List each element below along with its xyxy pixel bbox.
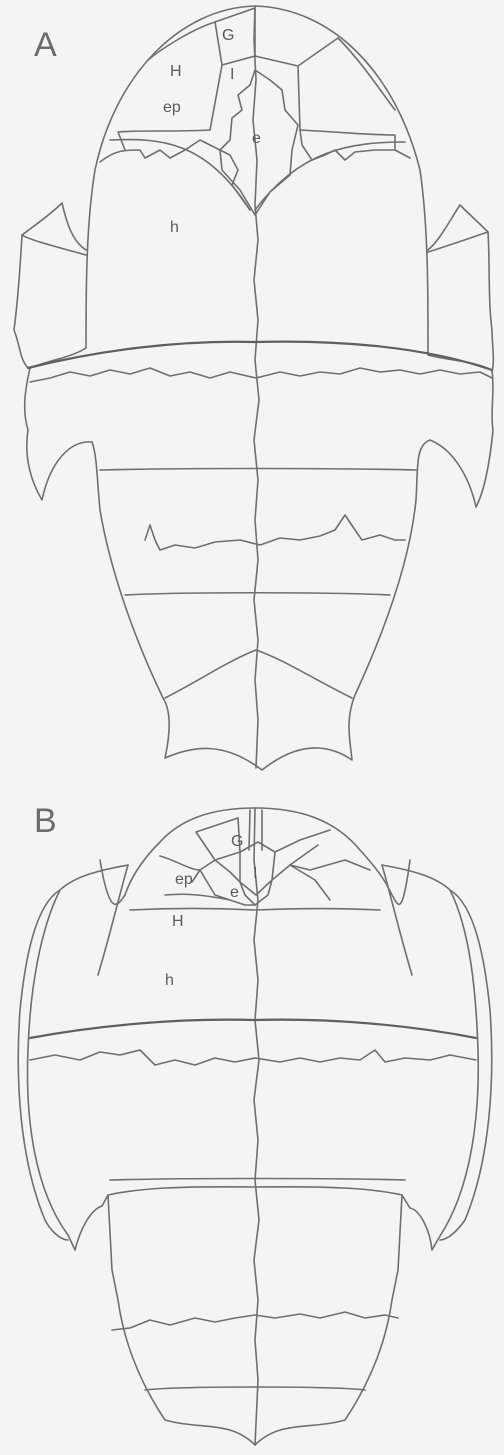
panel-b-label-I: I xyxy=(253,865,257,882)
panel-a-humeral-seam xyxy=(110,140,405,210)
panel-a-label-H: H xyxy=(170,63,182,80)
panel-b-hyo-hypo-suture xyxy=(30,1050,476,1065)
panel-a-right-bridge-inner xyxy=(428,232,488,252)
panel-b-anterior-lobe xyxy=(255,808,410,904)
panel-b-label-ep: ep xyxy=(175,871,193,888)
panel-a-right-bridge xyxy=(428,205,493,372)
panel-b-entoplastron xyxy=(192,845,330,905)
panel-a-label-h: h xyxy=(170,219,179,236)
panel-a-anal-chevron xyxy=(165,650,352,698)
panel-b-left-guide xyxy=(98,865,128,975)
panel-b-label-e: e xyxy=(230,884,239,901)
panel-a-label-e: e xyxy=(252,130,261,147)
panel-a-midline xyxy=(253,6,259,768)
panel-b-abdominal-femoral-seam xyxy=(110,1179,405,1181)
panel-a-letter: A xyxy=(34,26,57,64)
panel-a-label-G: G xyxy=(222,27,234,44)
panel-a-seam-left-upper xyxy=(148,22,222,130)
panel-a-femoral-anal-seam xyxy=(125,593,390,595)
panel-a: A xyxy=(14,6,493,770)
panel-a-plastron-outline xyxy=(25,6,493,770)
panel-b-right-seam xyxy=(275,830,370,870)
panel-a-pectoral-abdominal-seam xyxy=(28,342,492,370)
panel-a-left-bridge-inner xyxy=(22,235,86,255)
panel-a-gular-hex xyxy=(215,8,255,65)
panel-a-abdominal-femoral-seam xyxy=(100,469,416,471)
panel-b-hypo-xiphi-suture xyxy=(112,1312,398,1330)
panel-b-label-h: h xyxy=(165,972,174,989)
panel-b-femoral-anal-seam xyxy=(145,1387,365,1390)
panel-b-right-carapace-edge xyxy=(440,890,492,1240)
panel-b: B xyxy=(18,802,491,1445)
panel-b-label-G: G xyxy=(231,833,243,850)
panel-a-label-ep: ep xyxy=(163,99,181,116)
panel-b-humeral-seam xyxy=(130,909,380,911)
panel-b-label-H: H xyxy=(172,913,184,930)
panel-b-letter: B xyxy=(34,802,57,840)
panel-a-hypo-xiphi-suture xyxy=(145,515,405,550)
panel-a-left-bridge xyxy=(14,203,86,368)
panel-b-pectoral-abdominal-seam xyxy=(30,1020,476,1038)
panel-a-hyo-hypo-suture xyxy=(30,368,492,382)
panel-a-label-I: I xyxy=(230,66,234,83)
panel-b-body-outline xyxy=(27,865,478,1250)
